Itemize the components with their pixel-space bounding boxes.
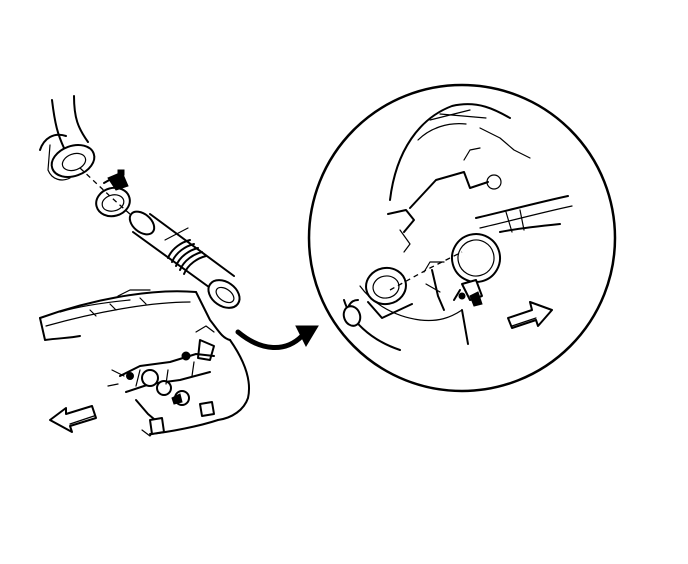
engine-fittings (107, 325, 215, 435)
pipe-corrugations (167, 239, 207, 275)
direction-arrow-right (507, 301, 553, 329)
direction-arrow-left (49, 405, 97, 433)
callout-arrow (235, 325, 319, 350)
corrugated-pipe (128, 210, 241, 309)
upper-hose (39, 95, 96, 181)
engine-block (39, 289, 250, 437)
detail-magnifier (307, 83, 617, 393)
detail-clamp (451, 233, 501, 307)
upper-clamp (95, 169, 131, 218)
